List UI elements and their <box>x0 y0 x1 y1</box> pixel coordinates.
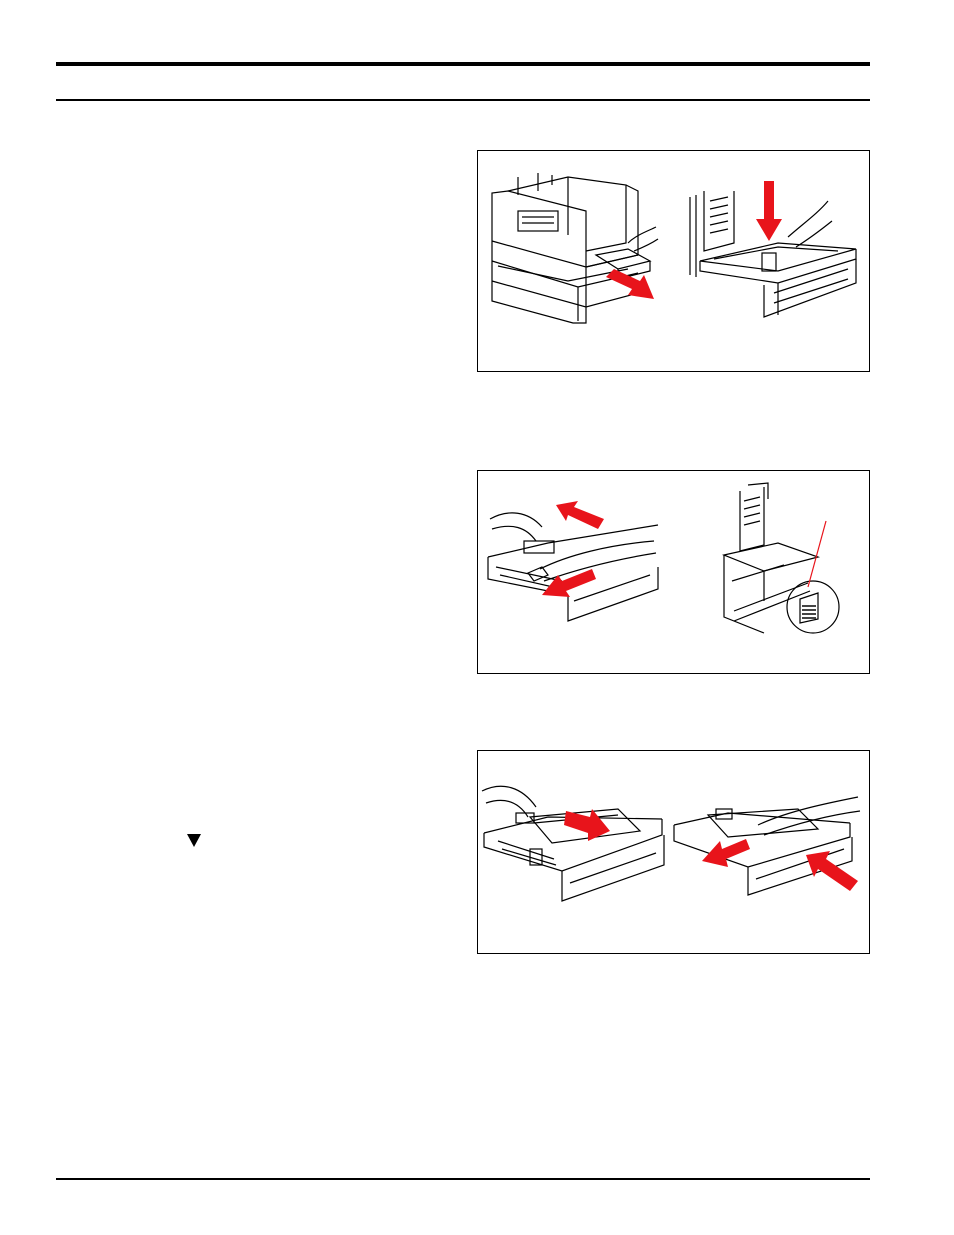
size-label-hatch <box>802 605 816 619</box>
footer-rule <box>56 1178 870 1180</box>
adjust-guides-illustration <box>478 471 869 673</box>
remove-tray-illustration <box>478 151 869 371</box>
guide-tray-drawing <box>488 513 658 621</box>
slide-left-arrow <box>556 501 604 529</box>
arrow-group-fig2 <box>542 501 604 597</box>
press-arrow <box>756 181 782 241</box>
load-paper-illustration <box>478 751 869 953</box>
close-tray-drawing <box>674 797 860 895</box>
load-paper-figure <box>477 750 870 954</box>
down-triangle-icon <box>187 834 201 847</box>
adjust-guides-figure <box>477 470 870 674</box>
close-tray-arrow <box>806 851 858 891</box>
push-guide-drawing <box>482 786 664 901</box>
arrow-group-fig3 <box>564 809 858 891</box>
printer-drawing <box>492 173 658 323</box>
header-rule-thin <box>56 99 870 101</box>
size-label-drawing <box>724 483 839 633</box>
remove-tray-figure <box>477 150 870 372</box>
push-paper-arrow <box>702 839 750 867</box>
pull-arrow <box>606 269 654 299</box>
header-rule-thick <box>56 62 870 66</box>
